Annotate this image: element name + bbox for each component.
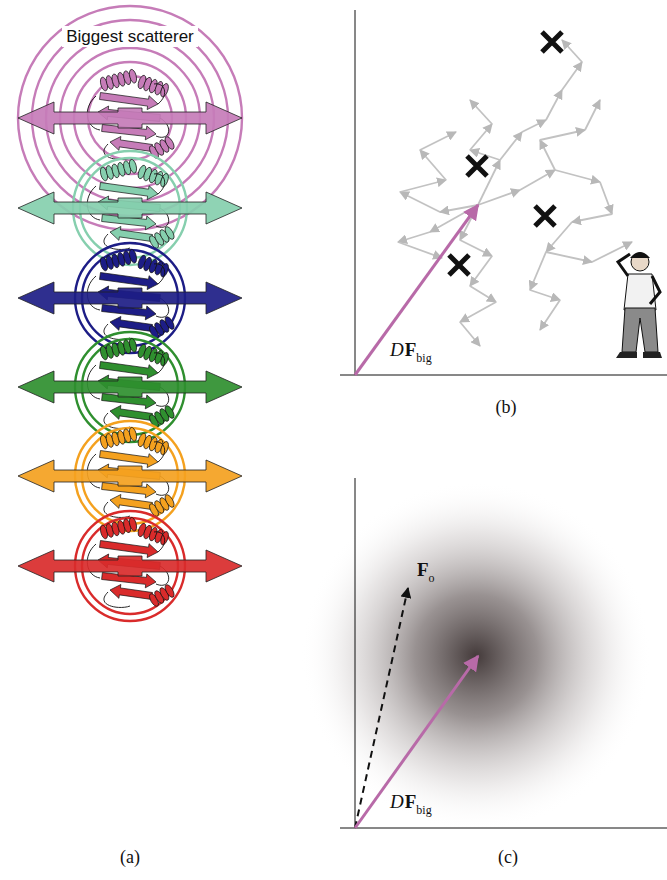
random-walk-step	[400, 192, 440, 212]
double-arrow	[18, 371, 242, 403]
subscript-label: big	[416, 804, 431, 816]
random-walk-step	[398, 232, 430, 242]
probability-cloud	[301, 481, 651, 831]
random-walk-step	[546, 90, 562, 120]
random-walk-step	[430, 205, 478, 232]
random-walk-step	[540, 130, 585, 140]
panel-b	[340, 10, 667, 375]
x-mark	[535, 206, 555, 226]
axis	[355, 478, 356, 828]
random-walk-step	[562, 62, 582, 90]
random-walk-step	[470, 256, 492, 286]
random-walk-step	[500, 132, 522, 160]
symbol-label: D	[390, 792, 404, 811]
random-walk-step	[546, 252, 592, 262]
random-walk-step	[522, 120, 546, 132]
double-arrow	[18, 102, 242, 134]
random-walk-step	[562, 40, 582, 62]
random-walk-step	[592, 242, 632, 262]
double-arrow	[18, 550, 242, 582]
molecule-column	[18, 6, 242, 621]
symbol-label: D	[390, 340, 404, 359]
random-walk-step	[600, 182, 612, 214]
random-walk-step	[470, 124, 492, 150]
panel-label: (a)	[120, 848, 140, 866]
random-walk-step	[460, 322, 480, 346]
random-walk-step	[546, 222, 572, 252]
random-walk-step	[400, 180, 446, 192]
double-arrow	[18, 282, 242, 314]
subscript-label: o	[429, 572, 435, 584]
double-arrow	[18, 192, 242, 224]
vector-arrow	[355, 656, 478, 828]
random-walk-step	[530, 252, 546, 290]
random-walk-step	[530, 290, 560, 300]
random-walk-step	[460, 302, 496, 322]
puzzled-man	[616, 252, 662, 358]
subscript-label: big	[416, 352, 431, 364]
x-mark	[467, 156, 487, 176]
symbol-label: F	[405, 340, 417, 359]
x-mark	[542, 32, 562, 52]
scatter-ring	[18, 6, 242, 230]
axis	[340, 828, 667, 829]
symbol-label: F	[405, 792, 417, 811]
heading-label: Biggest scatterer	[62, 26, 198, 47]
panel-label: (c)	[498, 848, 518, 866]
random-walk-step	[470, 100, 492, 124]
random-walk-step	[460, 240, 492, 256]
x-mark	[449, 255, 469, 275]
random-walk-step	[520, 170, 555, 190]
random-walk-step	[585, 100, 600, 130]
random-walk-step	[398, 242, 442, 258]
random-walk-step	[478, 160, 500, 205]
double-arrow	[18, 460, 242, 492]
random-walk-step	[420, 150, 446, 180]
random-walk-step	[540, 140, 555, 170]
random-walk-step	[420, 132, 456, 150]
random-walk-step	[572, 214, 612, 222]
vector-arrow	[355, 205, 478, 375]
symbol-label: F	[417, 560, 429, 579]
axis	[340, 375, 667, 376]
random-walk-step	[470, 286, 496, 302]
panel-c	[301, 478, 667, 831]
random-walk-step	[540, 300, 560, 330]
random-walk-step	[555, 170, 600, 182]
axis	[355, 10, 356, 375]
panel-label: (b)	[496, 398, 517, 416]
